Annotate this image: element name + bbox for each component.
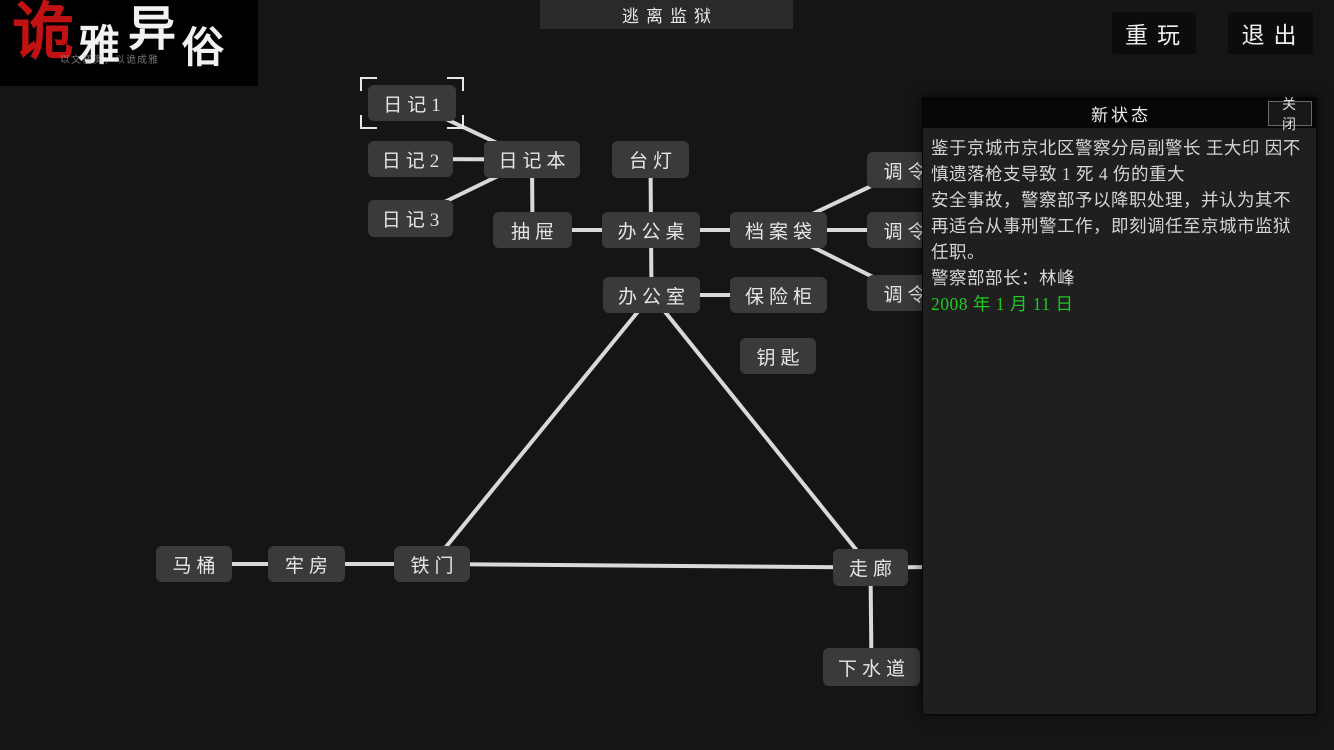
status-line: 警察部部长：林峰 [931,268,1075,288]
graph-node-riji1[interactable]: 日记1 [360,77,464,129]
exit-button[interactable]: 退出 [1228,12,1313,54]
selection-bracket-bl [360,115,377,129]
close-button[interactable]: 关闭 [1268,98,1312,133]
scenario-title: 逃离监狱 [622,7,718,26]
status-panel-header: 新状态 关闭 [923,98,1316,133]
graph-node-taideng[interactable]: 台灯 [612,141,689,178]
status-panel: 新状态 关闭 鉴于京城市京北区警察分局副警长 王大印 因不慎遗落枪支导致 1 死… [922,97,1317,715]
graph-node-yaoshi[interactable]: 钥匙 [740,338,816,374]
graph-node-zoulang[interactable]: 走廊 [833,549,908,586]
graph-node-laofang[interactable]: 牢房 [268,546,345,582]
selection-bracket-br [447,115,464,129]
status-panel-body: 鉴于京城市京北区警察分局副警长 王大印 因不慎遗落枪支导致 1 死 4 伤的重大… [923,128,1316,324]
status-line: 鉴于京城市京北区警察分局副警长 王大印 因不慎遗落枪支导致 1 死 4 伤的重大 [931,138,1301,184]
status-line: 安全事故，警察部予以降职处理，并认为其不再适合从事刑警工作，即刻调任至京城市监狱… [931,190,1291,262]
replay-button[interactable]: 重玩 [1112,12,1196,54]
graph-edge [430,293,654,566]
graph-node-baoxiangui[interactable]: 保险柜 [730,277,827,313]
selection-bracket-tl [360,77,377,91]
graph-node-dangandai[interactable]: 档案袋 [730,212,827,248]
logo-char-2: 雅 [78,24,121,70]
scenario-title-bar: 逃离监狱 [540,0,793,29]
graph-node-tiemen[interactable]: 铁门 [394,546,470,582]
logo-accent-char: 诡 [12,0,75,67]
logo-char-4: 俗 [182,26,225,72]
logo-char-3: 异 [128,3,177,56]
graph-node-rijiben[interactable]: 日记本 [484,141,580,178]
logo-tagline: 以文塞奥，以诡成雅 [60,55,159,66]
studio-logo: 诡 雅 异 俗 以文塞奥，以诡成雅 [0,0,258,86]
graph-edge [649,293,873,570]
status-date-line: 2008 年 1 月 11 日 [931,294,1074,314]
status-panel-title: 新状态 [1091,105,1151,125]
graph-edge [430,562,873,570]
graph-node-xiashuidao[interactable]: 下水道 [823,648,920,686]
graph-node-riji2[interactable]: 日记2 [368,141,453,177]
selection-bracket-tr [447,77,464,91]
graph-node-bangongshi[interactable]: 办公室 [603,277,700,313]
graph-node-riji3[interactable]: 日记3 [368,200,453,237]
graph-node-chouti[interactable]: 抽屉 [493,212,572,248]
graph-node-bangongzhuo[interactable]: 办公桌 [602,212,700,248]
graph-node-matong[interactable]: 马桶 [156,546,232,582]
